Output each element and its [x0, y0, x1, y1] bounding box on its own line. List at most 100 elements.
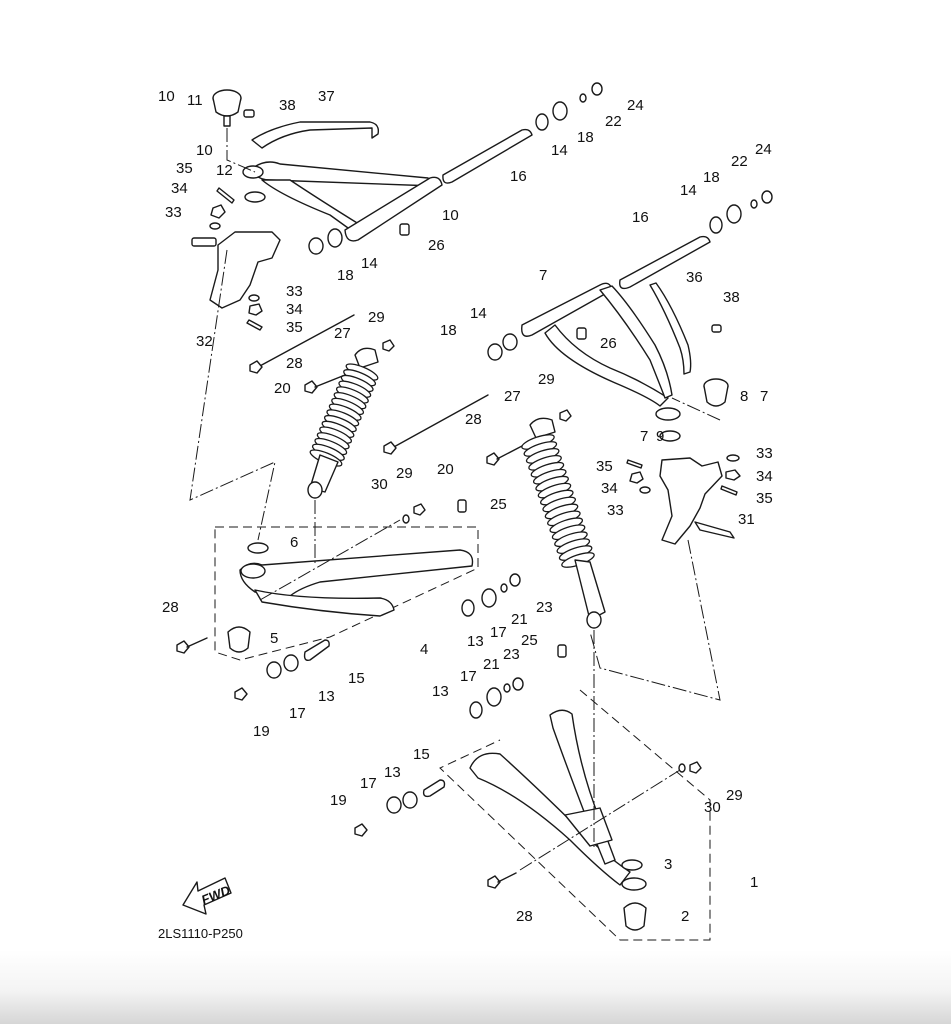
callout: 15	[348, 670, 365, 687]
callout: 13	[318, 688, 335, 705]
callout: 23	[536, 599, 553, 616]
callout: 17	[360, 775, 377, 792]
callout: 27	[504, 388, 521, 405]
callout: 28	[286, 355, 303, 372]
callout: 36	[686, 269, 703, 286]
callout: 22	[731, 153, 748, 170]
callout: 33	[607, 502, 624, 519]
lower-arm-left	[176, 526, 479, 661]
callout: 7	[760, 388, 768, 405]
assembly-lines	[189, 128, 721, 871]
callout: 33	[756, 445, 773, 462]
callout: 17	[460, 668, 477, 685]
callout: 32	[196, 333, 213, 350]
bushings-upper-right	[487, 190, 773, 361]
callout: 24	[627, 97, 644, 114]
callout: 26	[600, 335, 617, 352]
callout: 30	[371, 476, 388, 493]
callout: 8	[740, 388, 748, 405]
bushings-lower	[234, 573, 524, 719]
callout: 22	[605, 113, 622, 130]
shock-absorber-right	[521, 417, 606, 629]
knuckle-32	[191, 187, 281, 331]
callout: 29	[396, 465, 413, 482]
callout: 34	[601, 480, 618, 497]
callout: 5	[270, 630, 278, 647]
callout: 10	[158, 88, 175, 105]
callout: 25	[490, 496, 507, 513]
forward-arrow-icon: FWD	[182, 877, 233, 915]
fasteners	[304, 339, 702, 774]
knuckle-31	[626, 454, 741, 545]
callout: 29	[726, 787, 743, 804]
callout: 13	[467, 633, 484, 650]
ball-joint-11	[212, 89, 242, 127]
callout: 20	[437, 461, 454, 478]
callout: 23	[503, 646, 520, 663]
callout: 18	[440, 322, 457, 339]
callout: 29	[538, 371, 555, 388]
callout: 2	[681, 908, 689, 925]
callout: 18	[577, 129, 594, 146]
long-bolts-20	[249, 314, 489, 455]
callout: 31	[738, 511, 755, 528]
upper-arm-right	[521, 235, 711, 421]
callout: 9	[656, 428, 664, 445]
callout: 35	[286, 319, 303, 336]
upper-arm-left	[242, 161, 443, 242]
callout: 38	[279, 97, 296, 114]
callout: 35	[596, 458, 613, 475]
callout: 34	[756, 468, 773, 485]
callout: 7	[539, 267, 547, 284]
callout: 14	[551, 142, 568, 159]
callout: 6	[290, 534, 298, 551]
callout: 1	[750, 874, 758, 891]
lower-arm-right	[354, 689, 711, 941]
callout: 33	[165, 204, 182, 221]
brake-hose-37	[243, 109, 380, 149]
callout: 17	[490, 624, 507, 641]
callout: 34	[286, 301, 303, 318]
callout: 13	[432, 683, 449, 700]
bushings-upper-left	[308, 82, 603, 255]
callout: 28	[516, 908, 533, 925]
callout: 33	[286, 283, 303, 300]
callout: 21	[511, 611, 528, 628]
callout: 3	[664, 856, 672, 873]
callout: 11	[187, 92, 203, 109]
callout: 4	[420, 641, 428, 658]
callout: 28	[465, 411, 482, 428]
pivot-shaft-upper-left	[442, 128, 533, 184]
callout: 24	[755, 141, 772, 158]
shock-absorber-left	[307, 347, 379, 499]
callout: 20	[274, 380, 291, 397]
callout: 10	[442, 207, 459, 224]
brake-hose-36	[649, 282, 722, 375]
callout: 37	[318, 88, 335, 105]
callout: 12	[216, 162, 233, 179]
callout: 13	[384, 764, 401, 781]
callout: 35	[756, 490, 773, 507]
fwd-label: FWD	[199, 882, 233, 907]
callout: 18	[703, 169, 720, 186]
callout: 21	[483, 656, 500, 673]
callout: 16	[632, 209, 649, 226]
callout: 38	[723, 289, 740, 306]
callout: 7	[640, 428, 648, 445]
callout: 18	[337, 267, 354, 284]
callout: 26	[428, 237, 445, 254]
callout: 34	[171, 180, 188, 197]
callout: 16	[510, 168, 527, 185]
callout: 35	[176, 160, 193, 177]
callout: 19	[253, 723, 270, 740]
callout: 19	[330, 792, 347, 809]
ball-joint-8	[659, 378, 729, 442]
callout-labels: 10 11 38 37 10 12 35 34 33 10 16 14 18 2…	[158, 88, 773, 925]
callout: 14	[361, 255, 378, 272]
diagram-code: 2LS1110-P250	[158, 926, 243, 941]
callout: 30	[704, 799, 721, 816]
callout: 28	[162, 599, 179, 616]
callout: 14	[470, 305, 487, 322]
callout: 29	[368, 309, 385, 326]
